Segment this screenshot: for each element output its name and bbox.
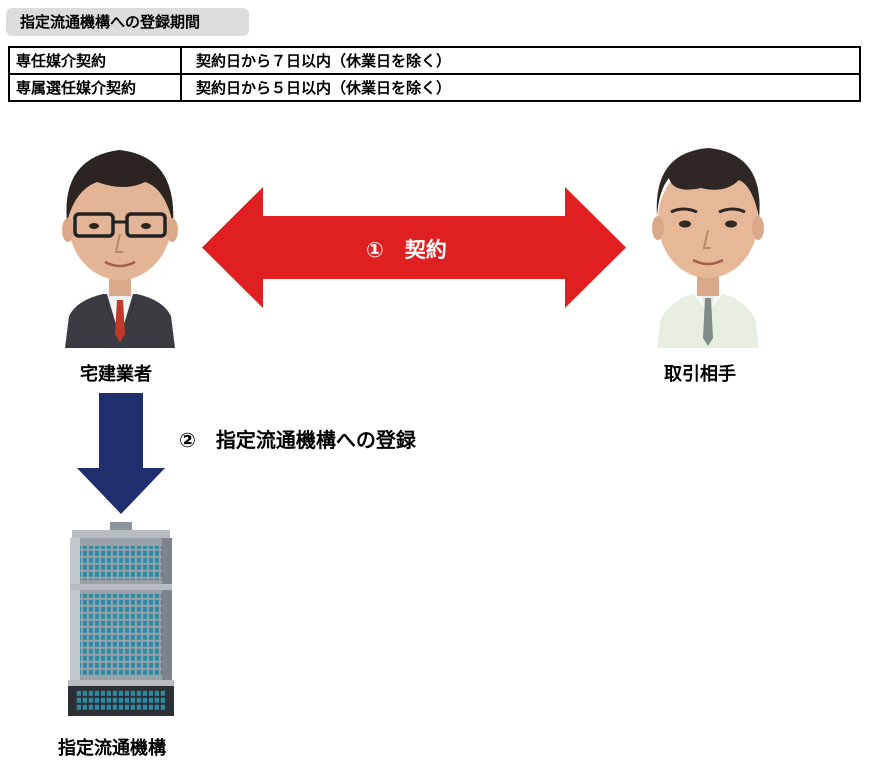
registry-label: 指定流通機構 <box>58 738 166 759</box>
businessman-with-glasses-icon <box>62 150 178 348</box>
period-cell: 契約日から５日以内（休業日を除く） <box>180 73 861 102</box>
registration-period-table: 専任媒介契約 契約日から７日以内（休業日を除く） 専属選任媒介契約 契約日から５… <box>8 46 861 102</box>
table-row: 専属選任媒介契約 契約日から５日以内（休業日を除く） <box>8 73 861 102</box>
contract-double-arrow <box>202 187 626 308</box>
diagram-title: 指定流通機構への登録期間 <box>6 8 249 36</box>
registration-down-arrow <box>77 393 165 514</box>
table-row: 専任媒介契約 契約日から７日以内（休業日を除く） <box>8 46 861 75</box>
office-building-icon <box>68 522 174 716</box>
contract-type-cell: 専任媒介契約 <box>8 46 182 75</box>
counterparty-label: 取引相手 <box>664 364 736 385</box>
contract-step-label: ① 契約 <box>366 238 447 262</box>
young-man-icon <box>652 148 764 348</box>
contract-type-cell: 専属選任媒介契約 <box>8 73 182 102</box>
registration-step-label: ② 指定流通機構への登録 <box>179 428 416 452</box>
agent-label: 宅建業者 <box>80 364 152 385</box>
period-cell: 契約日から７日以内（休業日を除く） <box>180 46 861 75</box>
